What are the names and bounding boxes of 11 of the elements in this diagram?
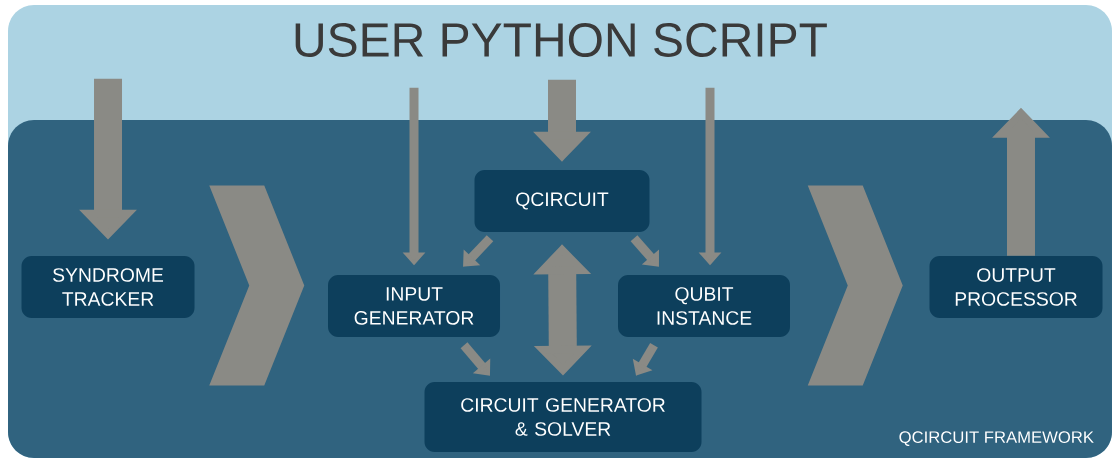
block-arrow <box>460 342 491 376</box>
process-box: QUBIT INSTANCE <box>618 275 790 337</box>
process-box: CIRCUIT GENERATOR & SOLVER <box>424 382 702 452</box>
block-arrow <box>630 235 659 267</box>
process-box: INPUT GENERATOR <box>328 275 500 337</box>
block-arrow <box>463 235 494 267</box>
process-box: OUTPUT PROCESSOR <box>929 256 1103 318</box>
process-box: QCIRCUIT <box>474 170 650 232</box>
chevron-arrow <box>807 185 903 386</box>
chevron-arrow <box>209 185 305 386</box>
process-box: SYNDROME TRACKER <box>21 256 195 318</box>
